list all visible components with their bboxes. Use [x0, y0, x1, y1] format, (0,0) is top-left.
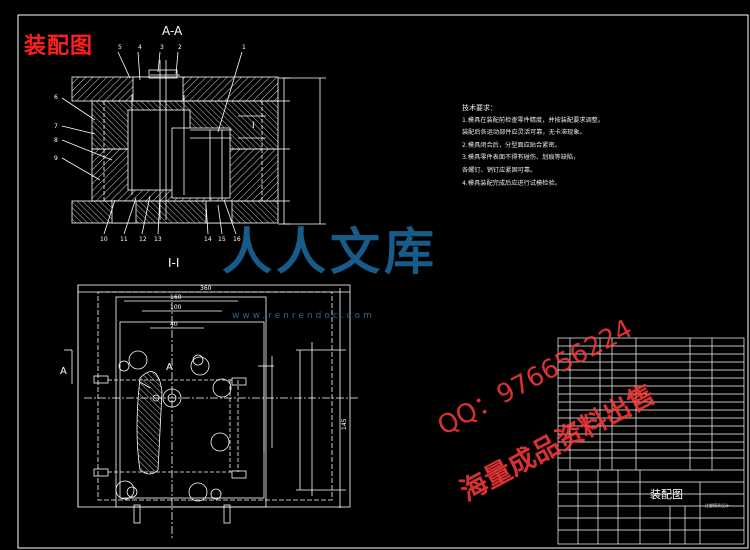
tech-note-line: 2.模具闭合后，分型面应贴合紧密。: [462, 141, 561, 149]
part-no-14: 14: [204, 236, 212, 243]
part-no-10: 10: [100, 236, 108, 243]
part-no-12: 12: [139, 236, 147, 243]
section-ii-view: [64, 284, 360, 540]
cut-mark-i: I: [252, 121, 255, 131]
part-no-2: 2: [178, 44, 182, 51]
part-no-6: 6: [54, 94, 58, 101]
technical-requirements: 技术要求： 1.模具在装配前检查零件精度，并按装配要求调整。 装配后各运动部件应…: [462, 102, 668, 190]
dim-height-145: 145: [341, 418, 348, 430]
section-aa-label: A-A: [162, 24, 183, 38]
section-aa-view: [61, 51, 326, 235]
dim-width-100: 100: [170, 304, 182, 311]
tech-note-line: 装配后各运动部件应灵活可靠，无卡滞现象。: [462, 129, 586, 137]
parts-list-table: [557, 337, 745, 545]
part-no-13: 13: [154, 236, 162, 243]
part-no-4: 4: [138, 44, 142, 51]
part-no-11: 11: [120, 236, 128, 243]
watermark-brand: 人人文库: [222, 222, 438, 281]
cut-mark-a-right: A: [166, 362, 173, 373]
drawing-border: [17, 14, 749, 549]
tech-note-line: 各螺钉、销钉应紧固可靠。: [462, 166, 537, 174]
part-no-7: 7: [54, 123, 58, 130]
dim-overall-width: 360: [200, 285, 212, 292]
tech-note-line: 3.模具零件表面不得有碰伤、划痕等缺陷，: [462, 154, 580, 162]
part-no-15: 15: [218, 236, 226, 243]
part-no-3: 3: [160, 44, 164, 51]
title-block-caption: 注塑模具设计: [705, 503, 729, 508]
title-block-drawing-name: 装配图: [650, 488, 683, 501]
part-no-5: 5: [118, 44, 122, 51]
dim-width-40: 40: [170, 321, 178, 328]
section-ii-label: I-I: [168, 256, 180, 270]
tech-note-line: 1.模具在装配前检查零件精度，并按装配要求调整。: [462, 116, 605, 124]
part-no-16: 16: [233, 236, 241, 243]
part-no-8: 8: [54, 137, 58, 144]
dim-width-160: 160: [170, 294, 182, 301]
tech-notes-title: 技术要求：: [462, 104, 497, 112]
drawing-title: 装配图: [24, 34, 94, 59]
part-no-9: 9: [54, 155, 58, 162]
cut-mark-a-left: A: [60, 366, 67, 377]
part-no-1: 1: [242, 44, 246, 51]
tech-note-line: 4.模具装配完成后应进行试模检验。: [462, 179, 561, 187]
watermark-url: www.renrendoc.com: [232, 311, 375, 321]
